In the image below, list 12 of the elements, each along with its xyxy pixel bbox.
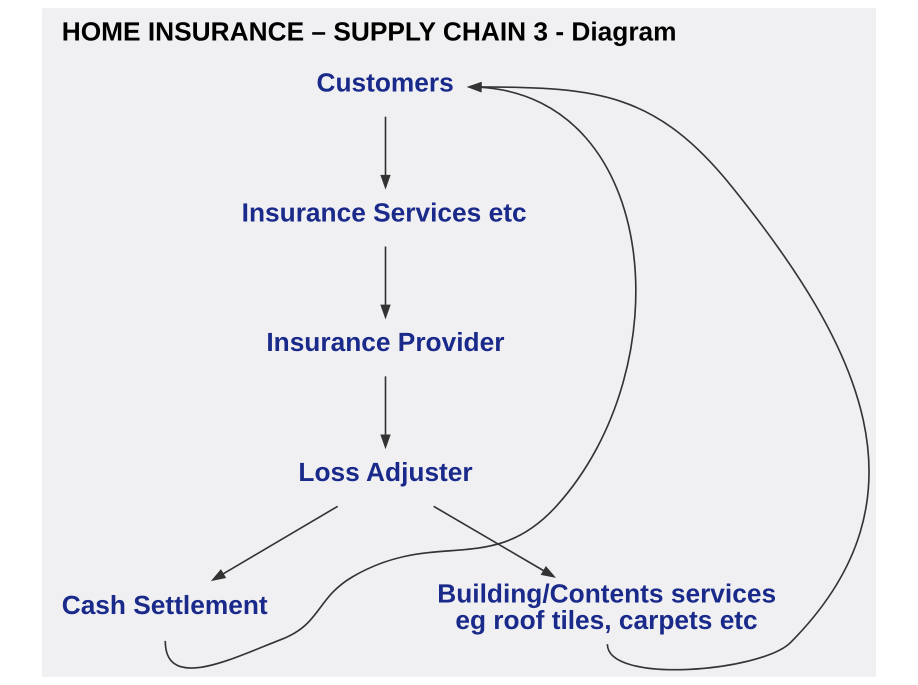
- node-text: Insurance Services etc: [242, 197, 527, 228]
- arrow: [380, 246, 391, 320]
- node-text: Insurance Provider: [266, 327, 504, 358]
- arrow: [210, 506, 338, 582]
- arrow: [433, 506, 556, 578]
- diagram-title: HOME INSURANCE – SUPPLY CHAIN 3 - Diagram: [62, 16, 677, 47]
- node-text: Customers: [316, 68, 454, 98]
- node-text: Cash Settlement: [62, 590, 268, 620]
- node-text: Building/Contents services eg roof tiles, carpets etc: [437, 578, 776, 635]
- node-text: Loss Adjuster: [298, 457, 473, 488]
- arrow: [380, 116, 391, 190]
- arrow: [380, 376, 391, 450]
